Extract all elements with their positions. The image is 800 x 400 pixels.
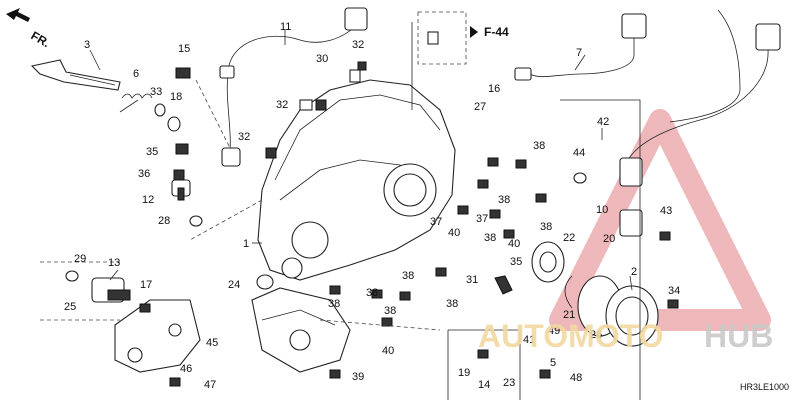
callout-37a: 37: [430, 216, 442, 228]
callout-32c: 32: [238, 131, 250, 143]
callout-39: 39: [352, 371, 364, 383]
callout-5: 5: [550, 357, 556, 369]
callout-13: 13: [108, 257, 120, 269]
wire-harness-11: [219, 7, 368, 167]
callout-46: 46: [180, 363, 192, 375]
callout-6: 6: [133, 68, 139, 80]
watermark-triangle: [549, 109, 771, 331]
callout-40a: 40: [448, 227, 460, 239]
reference-label: F-44: [484, 25, 509, 39]
plug-24: [256, 274, 274, 290]
callout-16: 16: [488, 83, 500, 95]
callout-48: 48: [570, 372, 582, 384]
callout-43: 43: [660, 205, 672, 217]
washer-29: [65, 270, 79, 282]
callout-22: 22: [563, 232, 575, 244]
callout-1: 1: [243, 238, 249, 250]
callout-3: 3: [84, 39, 90, 51]
wire-harness-7: [514, 13, 647, 81]
callout-2: 2: [631, 266, 637, 278]
callout-49: 49: [548, 325, 560, 337]
diagram-code: HR3LE1000: [740, 382, 789, 392]
callout-36: 36: [138, 168, 150, 180]
callout-27: 27: [474, 101, 486, 113]
watermark-logo: AUTOMOTO HUB: [478, 318, 773, 354]
callout-41: 41: [523, 334, 535, 346]
mount-bracket: [114, 299, 201, 373]
callout-7: 7: [576, 47, 582, 59]
callout-45: 45: [206, 337, 218, 349]
callout-17: 17: [140, 279, 152, 291]
callout-38e: 38: [402, 270, 414, 282]
callout-47: 47: [204, 379, 216, 391]
front-arrow-icon: [6, 8, 30, 22]
o-ring-44: [573, 172, 587, 184]
callout-42: 42: [597, 116, 609, 128]
snap-ring-22: [564, 275, 573, 309]
callout-24: 24: [228, 279, 240, 291]
callout-28: 28: [158, 215, 170, 227]
callout-20: 20: [603, 233, 615, 245]
callout-37b: 37: [476, 213, 488, 225]
callout-38a: 38: [533, 140, 545, 152]
wire-harness-42: [619, 9, 781, 237]
callout-10: 10: [596, 204, 608, 216]
callout-32b: 32: [276, 99, 288, 111]
crankcase-cover: [257, 69, 456, 281]
leader-lines: [89, 22, 633, 291]
callout-23: 23: [503, 377, 515, 389]
front-indicator-label: FR.: [29, 28, 53, 50]
callout-32a: 32: [352, 39, 364, 51]
callout-40b: 40: [508, 238, 520, 250]
callout-38c: 38: [540, 221, 552, 233]
callout-38f: 38: [446, 298, 458, 310]
callout-29: 29: [74, 253, 86, 265]
callout-38i: 38: [384, 305, 396, 317]
watermark-part2: HUB: [704, 318, 773, 354]
washer-18: [167, 116, 181, 132]
callout-15: 15: [178, 43, 190, 55]
fitting-31: [494, 275, 513, 295]
callout-labels: 1 2 3 5 6 7 10 11 12 13 14 15 16 17 18 1…: [64, 21, 680, 391]
bearing-35-bore: [539, 251, 557, 273]
bolts: [139, 61, 679, 387]
callout-35b: 35: [510, 256, 522, 268]
callout-44: 44: [573, 147, 585, 159]
watermark-part1: AUTOMOTO: [478, 318, 663, 354]
spring-part: [119, 93, 153, 113]
callout-30: 30: [316, 53, 328, 65]
callout-21: 21: [563, 309, 575, 321]
sensor-12: [171, 179, 191, 201]
callout-35a: 35: [146, 146, 158, 158]
callout-11: 11: [280, 21, 291, 33]
callout-14: 14: [478, 379, 490, 391]
callout-34: 34: [668, 285, 680, 297]
callout-38h: 38: [366, 287, 378, 299]
callout-26: 26: [590, 329, 602, 341]
callout-33: 33: [150, 86, 162, 98]
callout-38g: 38: [328, 298, 340, 310]
callout-25: 25: [64, 301, 76, 313]
sensor-13: [91, 277, 131, 303]
callout-38b: 38: [498, 194, 510, 206]
reference-box: [417, 11, 478, 65]
callout-12: 12: [142, 194, 154, 206]
alignment-lines: [40, 79, 641, 400]
callout-40c: 40: [382, 345, 394, 357]
callout-19: 19: [458, 367, 470, 379]
o-ring-28: [189, 215, 203, 227]
callout-38d: 38: [484, 232, 496, 244]
o-ring-33: [154, 103, 166, 117]
callout-31: 31: [466, 274, 478, 286]
shift-shaft: [30, 59, 121, 91]
callout-18: 18: [170, 91, 182, 103]
